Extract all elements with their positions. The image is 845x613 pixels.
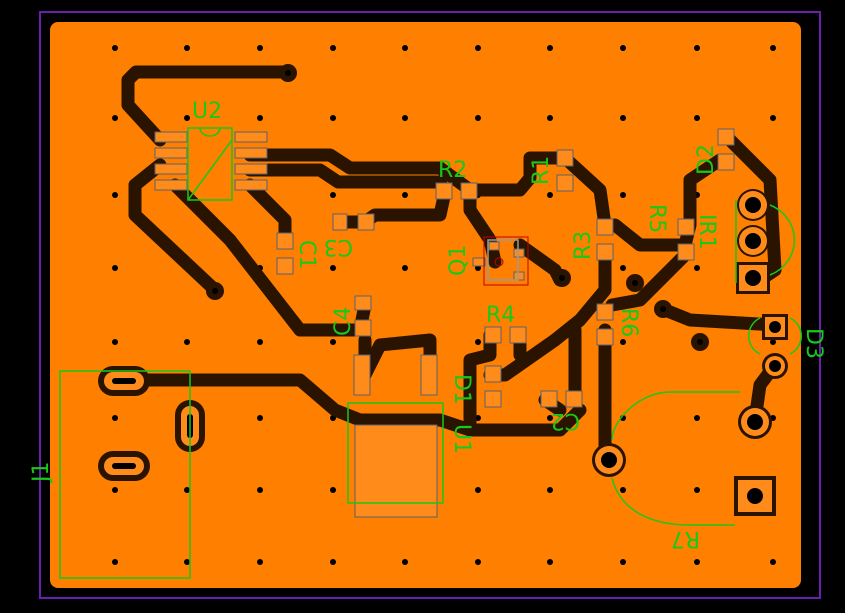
via [475,559,481,565]
via [330,265,336,271]
via [330,192,336,198]
via [547,487,553,493]
via [402,265,408,271]
via [112,559,118,565]
via [620,487,626,493]
label-R1: R1 [529,156,554,185]
label-R3: R3 [571,231,596,260]
via [694,115,700,121]
via [330,339,336,345]
via [694,45,700,51]
label-U1: U1 [449,424,474,454]
via [112,115,118,121]
via [112,265,118,271]
via [620,192,626,198]
via [112,487,118,493]
via [330,487,336,493]
via [257,415,263,421]
label-R2: R2 [438,158,467,183]
via [184,45,190,51]
label-R7: R7 [671,526,700,551]
via [547,192,553,198]
label-R5: R5 [644,204,669,233]
via [112,192,118,198]
via [257,487,263,493]
via [475,45,481,51]
via [475,487,481,493]
via [402,559,408,565]
label-C2: C2 [551,408,580,433]
label-IR1: IR1 [694,214,719,250]
via [620,559,626,565]
via [694,559,700,565]
label-Q1: Q1 [446,245,471,276]
label-C4: C4 [331,307,356,336]
label-R4: R4 [486,303,515,328]
via [402,115,408,121]
via [257,339,263,345]
label-R6: R6 [616,308,641,337]
via [257,559,263,565]
via [770,45,776,51]
via [184,487,190,493]
component-labels: U2 R2 R1 C3 C1 Q1 R3 R4 C4 D1 U1 C2 R6 I… [29,99,826,551]
through-holes [98,64,788,516]
via [620,265,626,271]
label-C3: C3 [324,234,353,259]
via [770,559,776,565]
via [402,192,408,198]
via [694,415,700,421]
label-C1: C1 [294,240,319,269]
via [330,45,336,51]
via [184,559,190,565]
label-J1: J1 [29,462,54,485]
board-outline [39,11,821,599]
label-U2: U2 [192,99,222,124]
pads [154,128,735,518]
via [257,45,263,51]
via [184,339,190,345]
via [694,487,700,493]
silkscreen [59,127,802,579]
via [547,559,553,565]
via [547,115,553,121]
label-D1: D1 [449,374,474,405]
label-D3: D3 [801,328,826,359]
via [694,265,700,271]
label-D2: D2 [694,144,719,175]
via [330,559,336,565]
via [547,45,553,51]
via [770,115,776,121]
via [112,339,118,345]
via [620,45,626,51]
via [330,115,336,121]
via [184,115,190,121]
via [112,45,118,51]
via [257,115,263,121]
via [402,45,408,51]
via [770,339,776,345]
via [475,339,481,345]
via [620,115,626,121]
via [620,339,626,345]
via [475,115,481,121]
via [547,415,553,421]
via [112,415,118,421]
